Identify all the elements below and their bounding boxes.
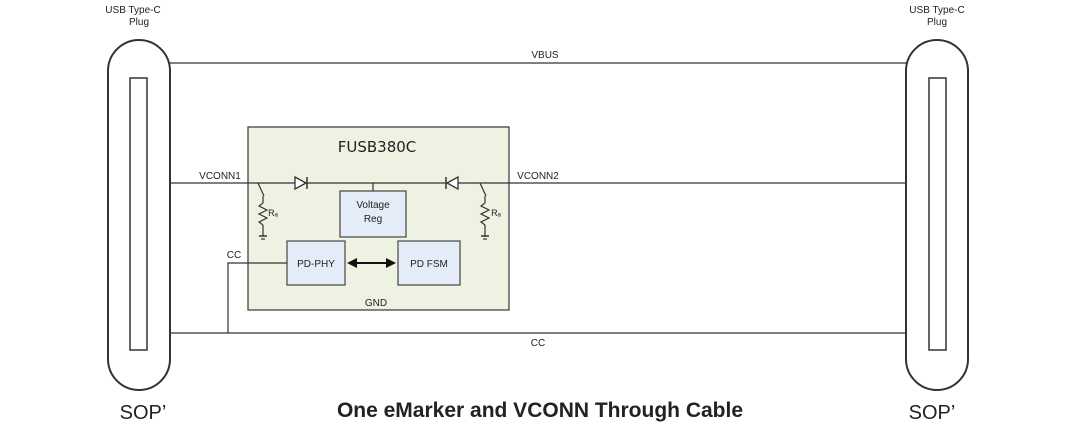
diagram-title: One eMarker and VCONN Through Cable xyxy=(337,399,743,422)
right-usb-plug: USB Type-C Plug SOP’ xyxy=(905,5,969,424)
pd-fsm-label: PD FSM xyxy=(410,259,448,270)
vbus-label: VBUS xyxy=(531,50,559,61)
left-plug-label-line2: Plug xyxy=(129,17,149,28)
cc-wire: CC CC xyxy=(170,250,906,349)
voltage-reg-box xyxy=(339,190,407,238)
left-diode xyxy=(294,175,308,191)
phy-fsm-double-arrow xyxy=(347,258,396,268)
left-sop-label: SOP’ xyxy=(120,402,167,424)
right-plug-label-line2: Plug xyxy=(927,17,947,28)
right-plug-contact xyxy=(928,77,947,351)
left-plug-contact xyxy=(129,77,148,351)
pd-phy-box xyxy=(286,240,346,286)
right-plug-label-line1: USB Type-C xyxy=(909,5,964,16)
right-ra-resistor: Rₐ xyxy=(479,182,502,240)
cc-top-label: CC xyxy=(227,250,241,261)
left-plug-label-line1: USB Type-C xyxy=(105,5,160,16)
vconn1-label: VCONN1 xyxy=(199,171,241,182)
gnd-label: GND xyxy=(365,298,387,309)
left-usb-plug: USB Type-C Plug SOP’ xyxy=(105,5,171,424)
pd-phy-label: PD-PHY xyxy=(297,259,335,270)
pd-fsm-block: PD FSM xyxy=(397,240,461,286)
cc-bottom-label: CC xyxy=(531,338,545,349)
pd-fsm-box xyxy=(397,240,461,286)
chip-name: FUSB380C xyxy=(338,138,417,156)
vbus-wire: VBUS xyxy=(170,50,906,64)
voltage-reg-line1: Voltage xyxy=(356,200,390,211)
right-diode xyxy=(445,175,459,191)
vconn2-label: VCONN2 xyxy=(517,171,559,182)
voltage-reg-block: Voltage Reg xyxy=(339,183,407,238)
left-ra-resistor: Rₐ xyxy=(257,182,279,240)
right-sop-label: SOP’ xyxy=(909,402,956,424)
pd-phy-block: PD-PHY xyxy=(286,240,346,286)
vconn-wire: VCONN1 VCONN2 xyxy=(170,171,906,184)
right-ra-label: Rₐ xyxy=(491,208,501,218)
voltage-reg-line2: Reg xyxy=(364,214,382,225)
left-ra-label: Rₐ xyxy=(268,208,278,218)
